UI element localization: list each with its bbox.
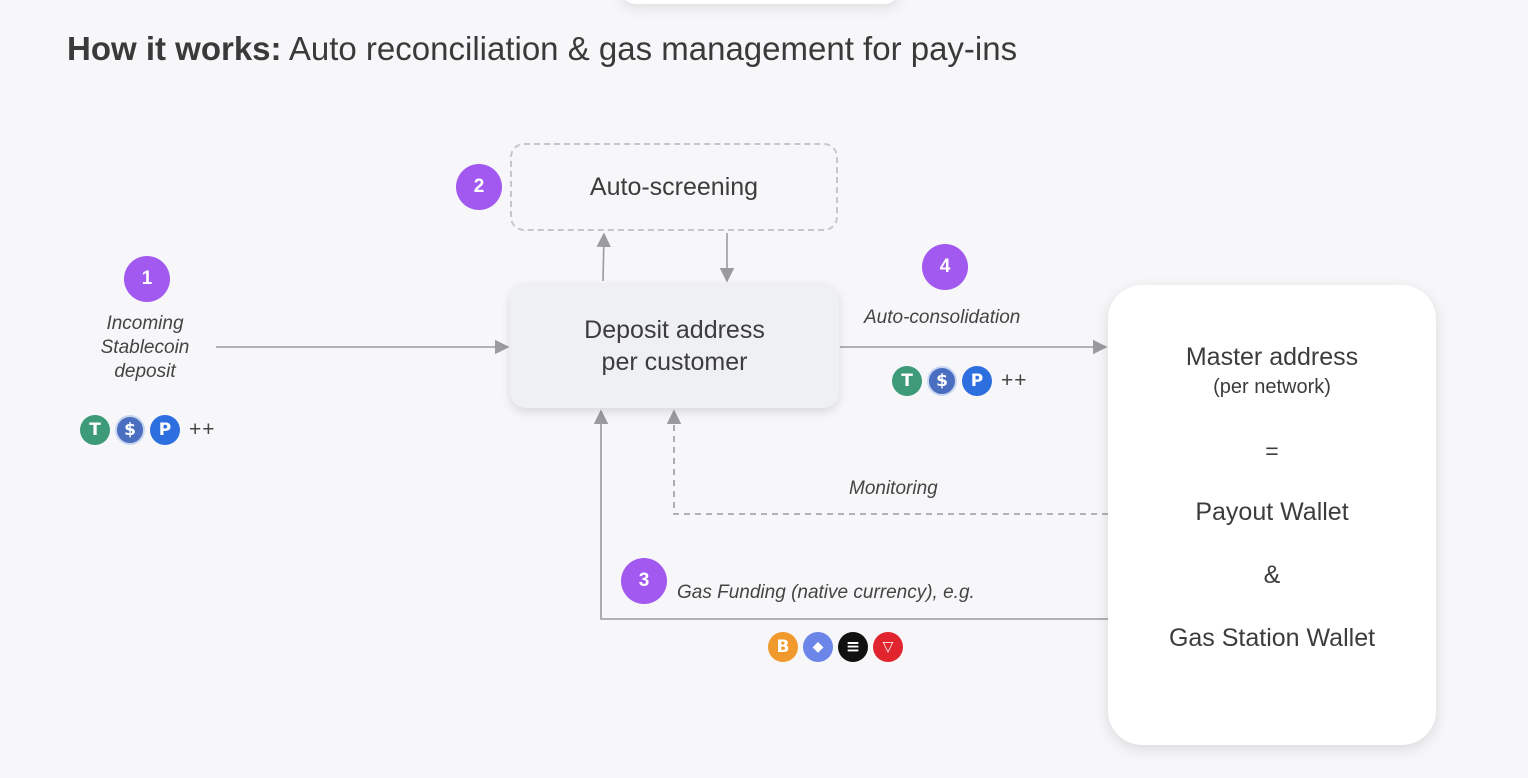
paypal-usd-icon: P — [962, 366, 992, 396]
auto-consolidation-label: Auto-consolidation — [864, 307, 1021, 328]
ampersand-label: & — [1263, 561, 1281, 589]
auto-screening-node: Auto-screening — [510, 143, 838, 231]
page-title-bold: How it works: — [67, 30, 282, 67]
monitoring-label: Monitoring — [849, 478, 938, 499]
master-address-subtitle: (per network) — [1213, 376, 1331, 398]
tron-icon: ▽ — [873, 632, 903, 662]
more-coins-indicator: ++ — [189, 418, 216, 441]
deposit-line-1: Deposit address — [584, 315, 765, 344]
gas-funding-label: Gas Funding (native currency), e.g. — [677, 582, 975, 603]
deposit-line-2: per customer — [601, 347, 748, 376]
more-coins-indicator: ++ — [1001, 369, 1028, 392]
gas-funding-arrow — [593, 409, 1108, 620]
master-address-title: Master address — [1185, 343, 1359, 371]
page-title-subtitle: Auto reconciliation & gas management for… — [281, 30, 1018, 67]
payout-wallet-label: Payout Wallet — [1195, 498, 1349, 526]
step-badge-3: 3 — [621, 558, 667, 604]
tether-icon: T — [892, 366, 922, 396]
tether-icon: T — [80, 415, 110, 445]
incoming-line-3: deposit — [114, 361, 176, 382]
ethereum-icon: ◆ — [803, 632, 833, 662]
usdc-icon: $ — [115, 415, 145, 445]
incoming-stablecoin-icons: T $ P ++ — [80, 415, 216, 445]
to-screening-arrow — [596, 232, 611, 282]
gas-coin-icons: B ◆ ≡ ▽ — [768, 632, 908, 662]
paypal-usd-icon: P — [150, 415, 180, 445]
incoming-deposit-label: Incoming Stablecoin deposit — [80, 312, 210, 384]
auto-screening-label: Auto-screening — [589, 172, 759, 201]
equals-sign: = — [1265, 438, 1279, 464]
gas-station-wallet-label: Gas Station Wallet — [1168, 624, 1376, 652]
solana-icon: ≡ — [838, 632, 868, 662]
top-tab-shadow — [620, 0, 900, 4]
page-title: How it works: Auto reconciliation & gas … — [67, 30, 1017, 68]
monitoring-arrow — [666, 409, 1108, 515]
step-badge-1: 1 — [124, 256, 170, 302]
deposit-address-node: Deposit address per customer — [510, 283, 839, 408]
consolidation-stablecoin-icons: T $ P ++ — [892, 366, 1028, 396]
step-badge-2: 2 — [456, 164, 502, 210]
incoming-line-2: Stablecoin — [100, 337, 190, 358]
step-badge-4: 4 — [922, 244, 968, 290]
bitcoin-icon: B — [768, 632, 798, 662]
usdc-icon: $ — [927, 366, 957, 396]
incoming-line-1: Incoming — [106, 313, 184, 334]
master-address-node: Master address (per network) = Payout Wa… — [1108, 285, 1436, 745]
